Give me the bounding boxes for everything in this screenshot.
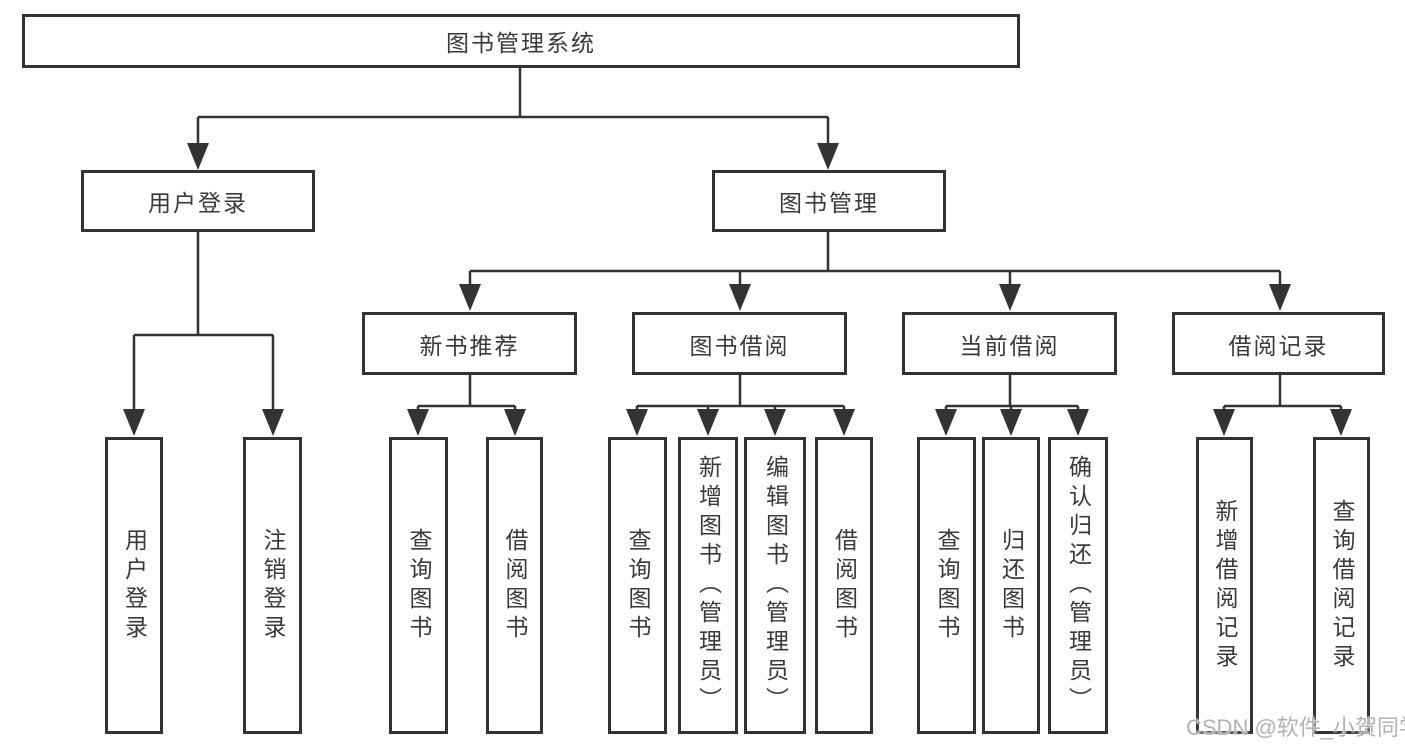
leaf-label: 查询图书 [625,527,651,644]
leaf-query-borrow-record: 查询借阅记录 [1313,437,1370,734]
leaf-return-book: 归还图书 [982,437,1040,734]
leaf-add-book-admin: 新增图书（管理员） [678,437,738,734]
leaf-label: 新增图书（管理员） [695,455,722,716]
node-book-borrow: 图书借阅 [632,312,847,375]
arrowheads [123,143,1352,436]
leaf-label: 注销登录 [260,527,286,644]
leaf-confirm-return-admin: 确认归还（管理员） [1048,437,1108,734]
node-borrow-records: 借阅记录 [1172,312,1385,375]
node-new-book-recommend: 新书推荐 [362,312,577,375]
leaf-label: 查询图书 [934,527,960,644]
node-book-management: 图书管理 [712,170,946,232]
leaf-label: 确认归还（管理员） [1065,455,1092,716]
leaf-borrow-books-recommend: 借阅图书 [486,437,543,734]
node-user-login: 用户登录 [81,170,315,232]
leaf-label: 编辑图书（管理员） [762,455,789,716]
csdn-watermark: CSDN @软件_小贺同学 [1186,715,1405,740]
leaf-label: 新增借阅记录 [1212,498,1238,673]
node-system-root: 图书管理系统 [22,14,1020,68]
leaf-label: 查询借阅记录 [1329,498,1355,673]
leaf-label: 借阅图书 [502,527,528,644]
leaf-label: 借阅图书 [831,527,858,644]
leaf-user-login: 用户登录 [105,437,163,734]
leaf-logout: 注销登录 [243,437,302,734]
leaf-edit-book-admin: 编辑图书（管理员） [744,437,806,734]
leaf-label: 查询图书 [406,527,432,644]
leaf-borrow-books: 借阅图书 [815,437,873,734]
leaf-label: 用户登录 [121,527,148,644]
leaf-label: 归还图书 [998,527,1025,644]
leaf-query-books-recommend: 查询图书 [389,437,448,734]
leaf-add-borrow-record: 新增借阅记录 [1196,437,1253,734]
leaf-query-books-borrow: 查询图书 [608,437,667,734]
node-current-borrow: 当前借阅 [902,312,1117,375]
leaf-query-books-current: 查询图书 [917,437,976,734]
